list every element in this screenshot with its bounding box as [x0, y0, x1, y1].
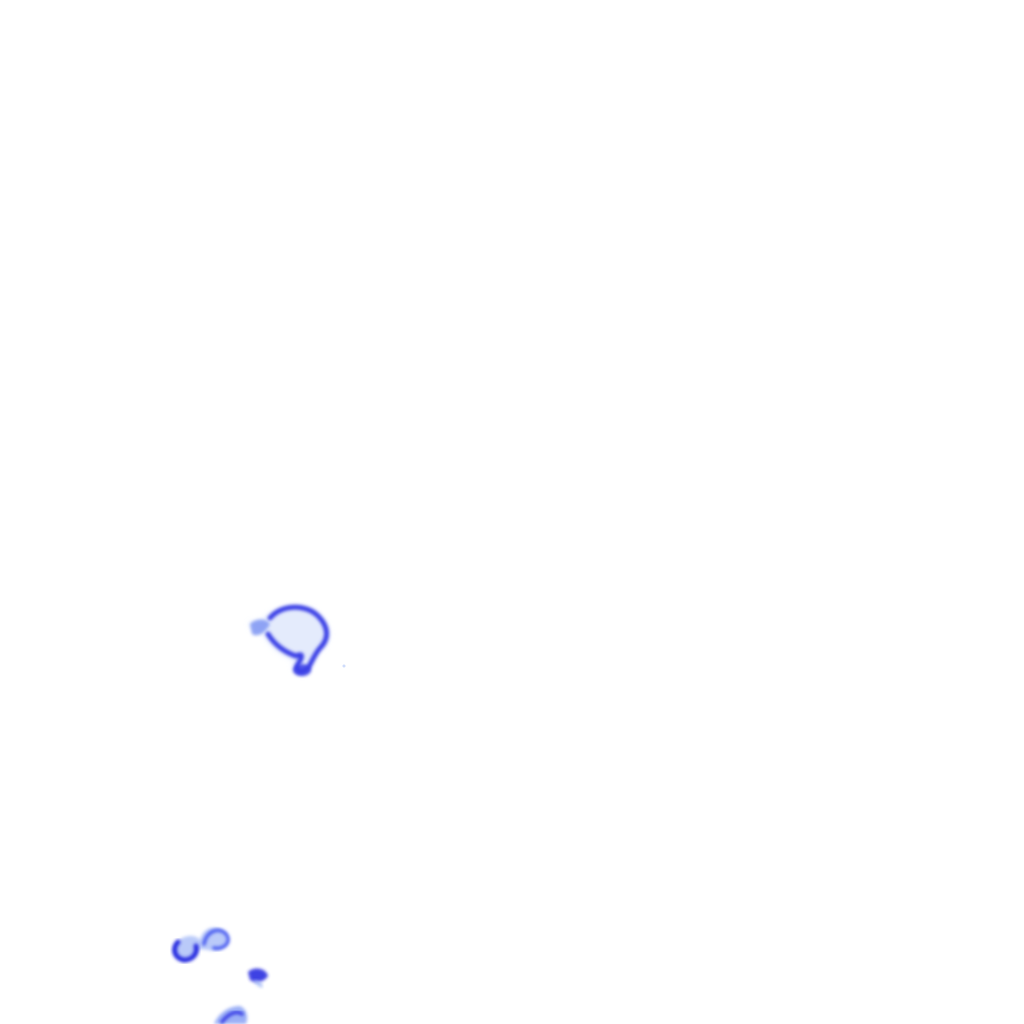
ring-blob-drop — [293, 664, 311, 676]
double-blob — [172, 927, 230, 963]
ring-blob-speck — [342, 664, 346, 668]
ring-blob-halo — [249, 606, 330, 675]
small-blob-tail — [254, 980, 263, 988]
small-blob-fill — [248, 968, 268, 983]
double-blob-outline-right — [202, 928, 230, 951]
double-blob-fill — [173, 927, 228, 961]
bottom-blob-outline — [220, 1010, 244, 1024]
double-blob-outline-left — [172, 939, 199, 963]
ring-blob — [249, 604, 346, 676]
ring-blob-tail — [250, 619, 270, 636]
small-blob — [248, 968, 268, 988]
bottom-blob — [214, 1006, 248, 1024]
